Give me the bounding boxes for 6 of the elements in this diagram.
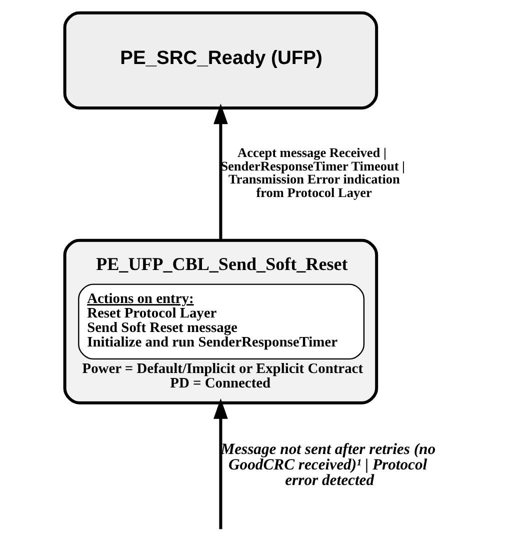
node-box: PE_SRC_Ready (UFP) [62,11,378,110]
arrow [213,398,228,530]
edge-label: Accept message Received | SenderResponseTimer Timeout | Transmission Error indication from Protocol Layer [220,145,404,200]
edge-label: Message not sent after retries (no GoodCRC received)¹ | Protocol error detected [220,440,436,490]
arrow [213,104,228,240]
node-box: PE_UFP_CBL_Send_Soft_Reset Actions on entry: Reset Protocol Layer Send Soft Reset message Initialize and run SenderResponseTimer Power = Default/Implicit or Explicit Contract PD = Connected [62,238,378,404]
